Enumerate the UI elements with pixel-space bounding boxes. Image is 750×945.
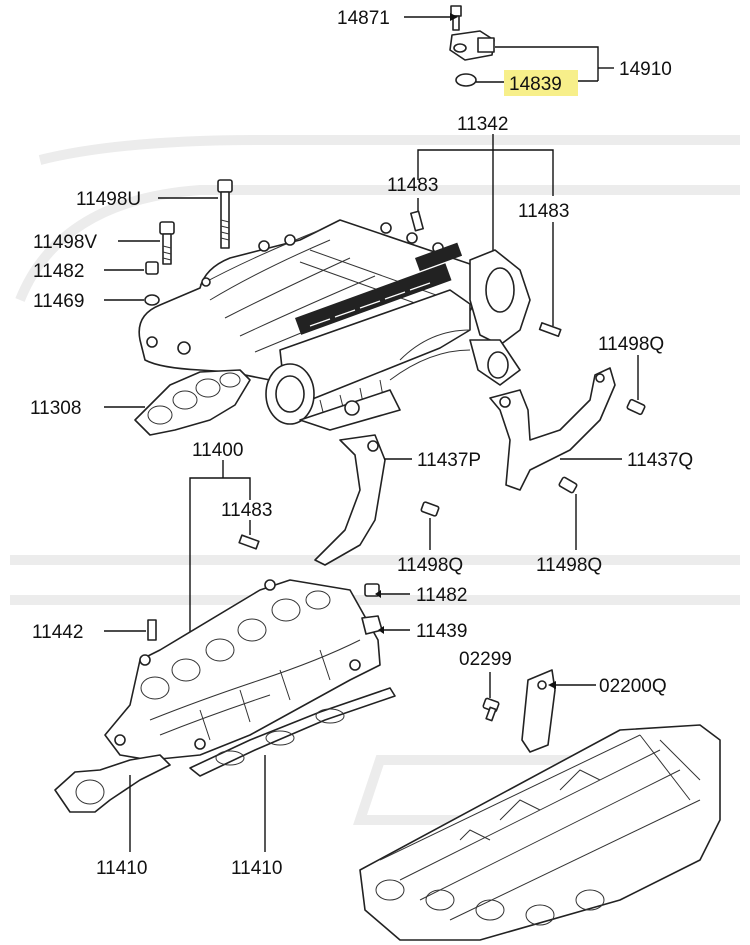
label-11498v: 11498V <box>33 232 97 253</box>
label-11410-right: 11410 <box>231 858 282 879</box>
ribbed-cover <box>295 242 463 335</box>
part-11483-stud-top <box>410 210 424 232</box>
part-11498v-bolt <box>159 221 175 265</box>
label-14839: 14839 <box>509 74 562 95</box>
label-02200q: 02200Q <box>599 676 667 697</box>
label-11498q-lower-right: 11498Q <box>536 555 602 576</box>
part-11483-stud-middle <box>238 534 260 550</box>
part-11483-stud-right <box>538 322 562 338</box>
part-11469-washer <box>144 294 160 306</box>
part-11442-stud <box>147 619 157 641</box>
label-02299: 02299 <box>459 649 512 670</box>
part-11498u-bolt <box>217 179 233 249</box>
label-11442: 11442 <box>32 622 83 643</box>
label-11437p: 11437P <box>417 450 481 471</box>
label-11498q-right: 11498Q <box>598 334 664 355</box>
label-11342: 11342 <box>457 114 508 135</box>
part-11437p-bracket <box>314 434 386 566</box>
label-14910: 14910 <box>619 59 672 80</box>
part-02200q-bracket <box>521 669 556 753</box>
part-11410-gasket-right <box>189 687 396 777</box>
label-11482-upper: 11482 <box>33 261 84 282</box>
label-11482-lower: 11482 <box>416 585 467 606</box>
label-11483-top: 11483 <box>387 175 438 196</box>
label-11410-left: 11410 <box>96 858 147 879</box>
label-11437q: 11437Q <box>627 450 693 471</box>
part-11498q-bolt-b <box>420 501 440 517</box>
part-11410-gasket-left <box>54 754 171 813</box>
part-14839-o-ring <box>455 73 477 87</box>
label-14871: 14871 <box>337 8 390 29</box>
label-11439: 11439 <box>416 621 467 642</box>
label-11483-middle: 11483 <box>221 500 272 521</box>
part-11482-nut-lower <box>364 583 380 597</box>
label-11469: 11469 <box>33 291 84 312</box>
label-11498q-center: 11498Q <box>397 555 463 576</box>
part-labels: 14871 14910 14839 11342 11483 11483 1149… <box>30 8 693 879</box>
label-11308: 11308 <box>30 398 81 419</box>
part-11308-gasket <box>134 369 251 436</box>
label-11400: 11400 <box>192 440 243 461</box>
part-11498q-bolt-c <box>558 476 578 494</box>
part-11482-nut <box>145 261 159 275</box>
part-11400-lower-intake-manifold <box>104 579 381 761</box>
part-14910-sensor <box>449 30 495 61</box>
engine-cylinder-heads <box>359 724 721 941</box>
highlight-14839 <box>504 70 578 96</box>
part-02299-bolt <box>482 697 500 722</box>
part-11439-cushion <box>361 615 383 635</box>
part-11342-upper-intake-manifold <box>138 219 531 431</box>
label-11483-right: 11483 <box>518 201 569 222</box>
part-11437q-bracket <box>489 367 616 491</box>
part-11498q-bolt-a <box>626 398 646 416</box>
label-11498u: 11498U <box>76 189 141 210</box>
